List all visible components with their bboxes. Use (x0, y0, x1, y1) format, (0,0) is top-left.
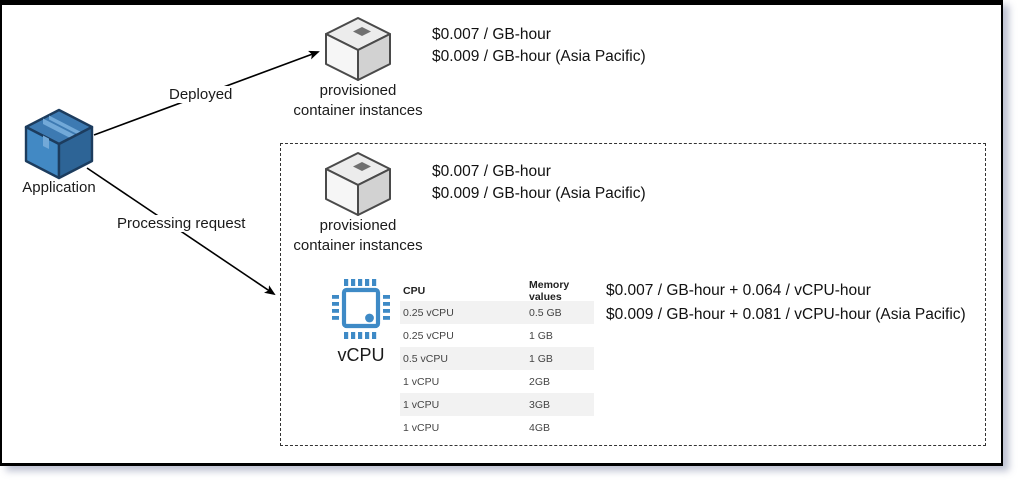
provisioned-container-instances-label: provisioned container instances (292, 81, 424, 121)
cell-memory: 1 GB (529, 329, 553, 342)
processing-request-edge-label: Processing request (114, 215, 249, 232)
label-line: provisioned (319, 82, 397, 99)
vcpu-memory-table: CPU Memory values 0.25 vCPU 0.5 GB 0.25 … (400, 279, 594, 439)
table-row: 0.5 vCPU 1 GB (400, 347, 594, 370)
application-label: Application (22, 179, 96, 196)
cell-cpu: 0.25 vCPU (403, 329, 454, 342)
label-line: provisioned (319, 217, 397, 234)
cell-memory: 2GB (529, 375, 551, 388)
table-header-row: CPU Memory values (400, 279, 594, 303)
label-line: container instances (293, 101, 423, 119)
col-header-memory: Memory values (529, 279, 570, 303)
vcpu-label: vCPU (337, 345, 385, 365)
container-cube-icon (325, 17, 391, 81)
cell-memory: 4GB (529, 421, 551, 434)
container-cube-icon (325, 152, 391, 216)
table-row: 1 vCPU 2GB (400, 370, 594, 393)
diagram-frame: Application Deployed Processing request … (0, 0, 1003, 466)
table-row: 0.25 vCPU 0.5 GB (400, 301, 594, 324)
cell-cpu: 1 vCPU (403, 398, 440, 411)
vcpu-pricing: $0.007 / GB-hour + 0.064 / vCPU-hour $0.… (606, 279, 966, 327)
cell-memory: 3GB (529, 398, 551, 411)
cell-cpu: 0.25 vCPU (403, 306, 454, 319)
cell-memory: 0.5 GB (529, 306, 562, 319)
cell-cpu: 0.5 vCPU (403, 352, 448, 365)
cell-memory: 1 GB (529, 352, 553, 365)
container-pricing-inner: $0.007 / GB-hour $0.009 / GB-hour (Asia … (432, 161, 646, 205)
application-cube-icon (24, 108, 94, 180)
table-row: 1 vCPU 4GB (400, 416, 594, 439)
cell-cpu: 1 vCPU (403, 375, 440, 388)
container-pricing-top: $0.007 / GB-hour $0.009 / GB-hour (Asia … (432, 24, 646, 68)
deployed-edge-label: Deployed (166, 86, 236, 103)
fargate-dashed-box (280, 143, 986, 446)
pricing-line: $0.007 / GB-hour (432, 163, 551, 180)
table-row: 0.25 vCPU 1 GB (400, 324, 594, 347)
label-line: container instances (293, 236, 423, 254)
pricing-line: $0.009 / GB-hour + 0.081 / vCPU-hour (As… (606, 306, 966, 323)
col-header-cpu: CPU (403, 285, 426, 297)
cpu-chip-icon (332, 279, 390, 339)
provisioned-container-instances-label: provisioned container instances (292, 216, 424, 256)
pricing-line: $0.009 / GB-hour (Asia Pacific) (432, 185, 646, 202)
pricing-line: $0.007 / GB-hour + 0.064 / vCPU-hour (606, 282, 871, 299)
table-row: 1 vCPU 3GB (400, 393, 594, 416)
pricing-line: $0.007 / GB-hour (432, 26, 551, 43)
pricing-line: $0.009 / GB-hour (Asia Pacific) (432, 48, 646, 65)
cell-cpu: 1 vCPU (403, 421, 440, 434)
